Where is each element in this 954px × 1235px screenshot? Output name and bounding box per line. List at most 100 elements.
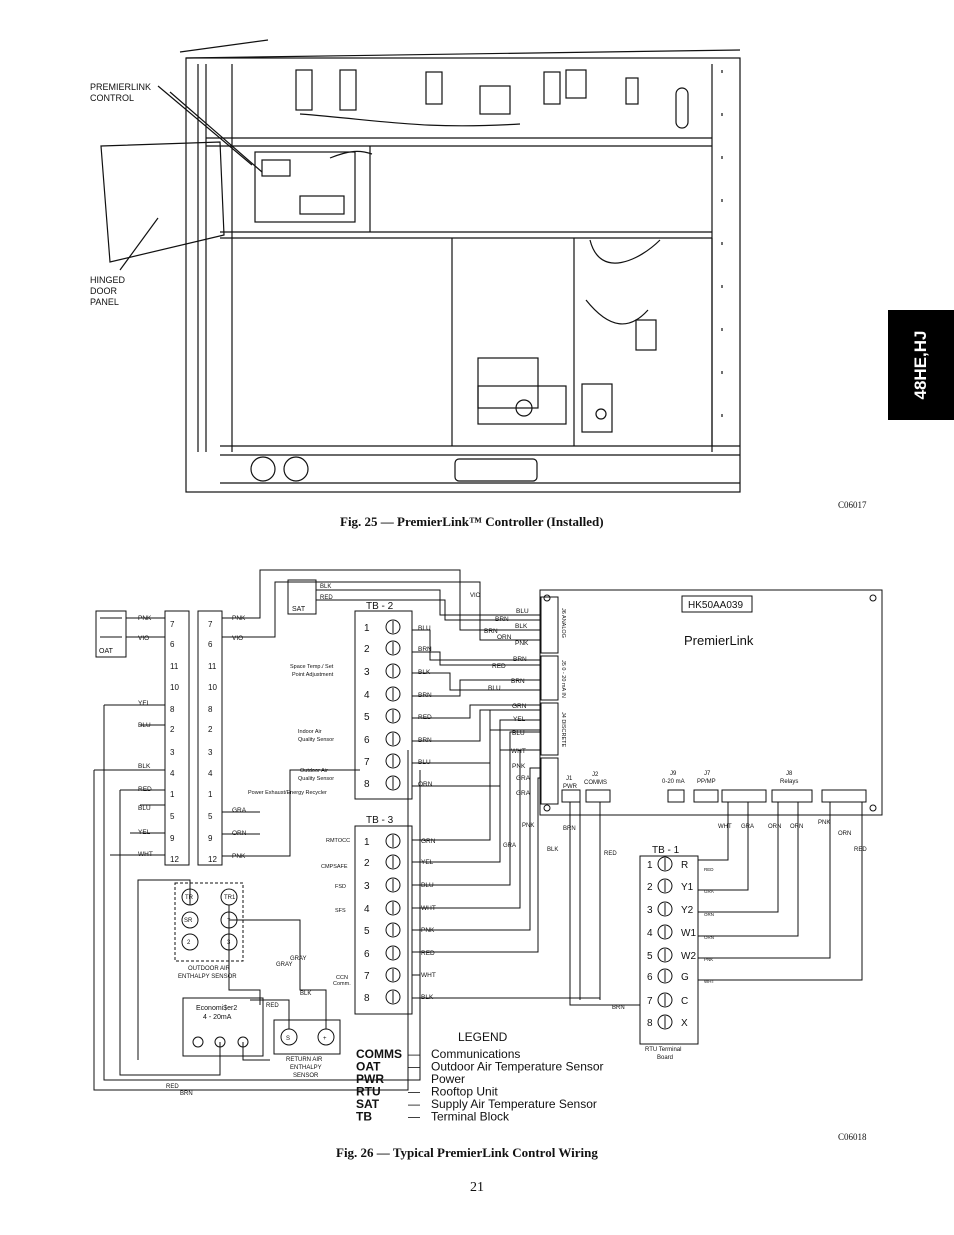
tb1-terminal: X: [681, 1018, 688, 1029]
tb3-device-label: FSD: [335, 884, 346, 890]
left-terminal-number: 5: [208, 812, 213, 821]
j5-wire-color: BRN: [511, 678, 525, 685]
legend-text: Rooftop Unit: [431, 1085, 498, 1099]
j6-wire-color: PNK: [515, 640, 529, 647]
bottom-wire-color: BRN: [180, 1091, 193, 1097]
bottom-wire-color: RED: [854, 847, 867, 853]
left-terminal-number: 3: [170, 748, 175, 757]
j1-label-2: PWR: [563, 784, 578, 790]
legend-dash: —: [408, 1110, 420, 1124]
fig25-illustration: PREMIERLINK CONTROL HINGED DOOR PANEL: [90, 39, 741, 493]
tb3-device-label: CMPSAFE: [321, 864, 348, 870]
tb2-row-number: 5: [364, 712, 370, 723]
return-label-1: RETURN AIR: [286, 1057, 323, 1063]
left-terminal-number: 7: [208, 620, 213, 629]
legend-dash: —: [408, 1085, 420, 1099]
j7-label-1: J7: [704, 771, 711, 777]
tb1-row-number: 7: [647, 996, 653, 1007]
tb3-wire-color: RED: [421, 950, 435, 957]
bottom-wire-color: GRA: [503, 843, 516, 849]
j6-wire-color: BLU: [516, 608, 529, 615]
economizer-label-1: Economi$er2: [196, 1005, 237, 1012]
left-terminal-number: 11: [170, 662, 179, 671]
j4-wire-color: WHT: [511, 748, 526, 755]
j4-wire-color: BLU: [512, 730, 525, 737]
tb2-wire-color: BRN: [418, 737, 432, 744]
bottom-wire-color: RED: [166, 1084, 179, 1090]
left-terminal-number: 12: [170, 855, 179, 864]
tb3-row-number: 3: [364, 881, 370, 892]
tb1-row-number: 1: [647, 860, 653, 871]
legend-abbr: PWR: [356, 1072, 384, 1086]
tb1-terminal: W2: [681, 951, 696, 962]
enthalpy-label-2: ENTHALPY SENSOR: [178, 974, 237, 980]
callout-door-3: PANEL: [90, 297, 119, 307]
tb1-row-number: 4: [647, 928, 653, 939]
fig25-code: C06017: [838, 500, 867, 510]
callout-door-1: HINGED: [90, 275, 126, 285]
return-label-2: ENTHALPY: [290, 1065, 322, 1071]
j9-label-1: J9: [670, 771, 677, 777]
tb1-terminal: Y1: [681, 882, 694, 893]
bottom-wire-color: BRN: [563, 826, 576, 832]
tb1-row-number: 3: [647, 905, 653, 916]
j4-wire-color: GRA: [516, 775, 531, 782]
tb2-wire-color: ORN: [418, 781, 433, 788]
tb2-row-number: 3: [364, 667, 370, 678]
tb3-title: TB - 3: [366, 815, 394, 826]
left-terminal-number: 11: [208, 662, 217, 671]
bottom-wire-color: BLK: [547, 847, 558, 853]
tb2-wire-color: BLU: [418, 759, 431, 766]
left-terminal-number: 1: [208, 790, 213, 799]
mid-wire-label: PNK: [232, 853, 246, 860]
tb2-device-label: Quality Sensor: [298, 737, 334, 743]
j6-wire-color: ORN: [497, 634, 512, 641]
tb2-device-label: Indoor Air: [298, 729, 322, 735]
legend-text: Supply Air Temperature Sensor: [431, 1097, 597, 1111]
oat-label: OAT: [99, 648, 114, 655]
bottom-wire-color: GRAY: [290, 956, 307, 962]
left-wire-label: RED: [138, 786, 152, 793]
tb2-title: TB - 2: [366, 601, 394, 612]
legend-dash: —: [408, 1047, 420, 1061]
tb2-device-label: Power Exhaust/Energy Recycler: [248, 790, 327, 796]
mid-wire-label: ORN: [232, 830, 247, 837]
page-number: 21: [470, 1180, 484, 1195]
j5-wire-color: BRN: [513, 656, 527, 663]
tb2-device-label: Space Temp./ Set: [290, 664, 334, 670]
tb3-wire-color: BLU: [421, 882, 434, 889]
j6-wire-color: BLK: [515, 623, 528, 630]
tb3-device-label: Comm.: [333, 981, 351, 987]
board-part-number: HK50AA039: [688, 600, 743, 611]
left-terminal-number: 10: [208, 683, 217, 692]
tb2-row-number: 7: [364, 757, 370, 768]
tb1-row-number: 5: [647, 951, 653, 962]
tb2-row-number: 1: [364, 623, 370, 634]
left-terminal-number: 5: [170, 812, 175, 821]
tb1-footer-1: RTU Terminal: [645, 1047, 681, 1053]
section-tab: 48HE,HJ: [888, 310, 954, 420]
tb1-row-number: 6: [647, 972, 653, 983]
enthalpy-terminal: 2: [187, 940, 191, 946]
tb3-row-number: 6: [364, 949, 370, 960]
sat-label: SAT: [292, 606, 306, 613]
j8-label-1: J8: [786, 771, 793, 777]
bottom-wire-color: GRA: [741, 824, 754, 830]
tb2-wire-color: BLK: [418, 669, 431, 676]
legend-abbr: RTU: [356, 1085, 381, 1099]
enthalpy-terminal: TR: [185, 895, 194, 901]
left-terminal-number: 10: [170, 683, 179, 692]
left-terminal-number: 1: [170, 790, 175, 799]
tb1-terminal: R: [681, 860, 688, 871]
left-terminal-number: 6: [170, 640, 175, 649]
tb2-device-label: Point Adjustment: [292, 672, 334, 678]
bottom-wire-color: RED: [604, 851, 617, 857]
tb2-wire-color: BRN: [418, 646, 432, 653]
left-terminal-number: 4: [208, 769, 213, 778]
legend-abbr: COMMS: [356, 1047, 402, 1061]
